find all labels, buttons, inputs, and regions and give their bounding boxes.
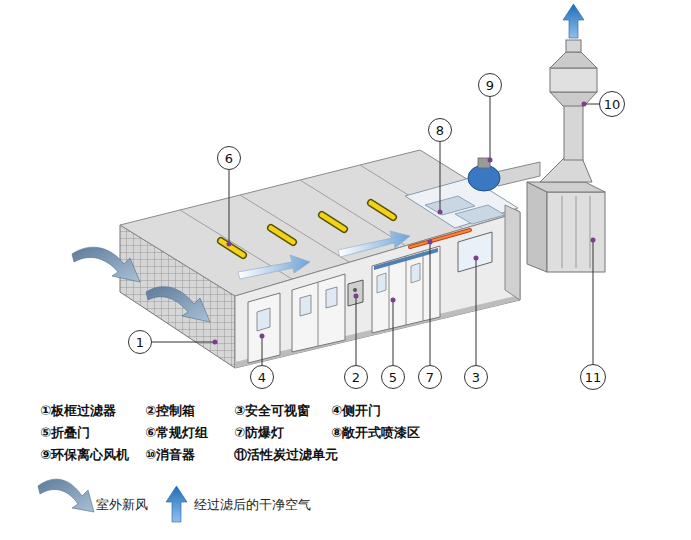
callout-text: 8 — [436, 124, 444, 137]
legend-text: 经过滤后的干净空气 — [194, 497, 311, 513]
callout-text: 3 — [472, 371, 480, 384]
callout-text: 7 — [426, 371, 434, 384]
part-name: ⑤折叠门 — [40, 425, 90, 441]
callout-number: 1 — [128, 330, 152, 354]
part-name: ⑦防爆灯 — [234, 425, 284, 441]
part-name: ⑧敞开式喷漆区 — [331, 425, 420, 441]
callout-number: 4 — [250, 365, 274, 389]
part-name: ③安全可视窗 — [234, 403, 310, 419]
part-name: ⑥常规灯组 — [145, 425, 208, 441]
callout-number: 6 — [217, 146, 241, 170]
callout-number: 7 — [418, 365, 442, 389]
fresh-air-sample — [38, 479, 94, 512]
callout-text: 6 — [225, 152, 233, 165]
callout-number: 9 — [478, 73, 502, 97]
callout-number: 10 — [599, 91, 625, 117]
clean-air-sample — [166, 486, 187, 522]
legend-text: 室外新风 — [96, 497, 148, 513]
callout-text: 11 — [585, 371, 602, 384]
part-name: ⑩消音器 — [145, 447, 195, 463]
callout-text: 5 — [389, 371, 397, 384]
part-name: ②控制箱 — [145, 403, 195, 419]
part-name: ④侧开门 — [331, 403, 381, 419]
callout-number: 3 — [464, 365, 488, 389]
callout-text: 10 — [604, 98, 621, 111]
callout-text: 2 — [352, 371, 360, 384]
callout-text: 4 — [258, 371, 266, 384]
part-name: ⑪活性炭过滤单元 — [234, 447, 338, 463]
part-name: ①板框过滤器 — [40, 403, 116, 419]
callout-number: 11 — [580, 364, 606, 390]
callout-number: 2 — [344, 365, 368, 389]
callout-text: 1 — [136, 336, 144, 349]
part-name: ⑨环保离心风机 — [40, 447, 129, 463]
callout-number: 5 — [381, 365, 405, 389]
callout-number: 8 — [428, 118, 452, 142]
callout-text: 9 — [486, 79, 494, 92]
